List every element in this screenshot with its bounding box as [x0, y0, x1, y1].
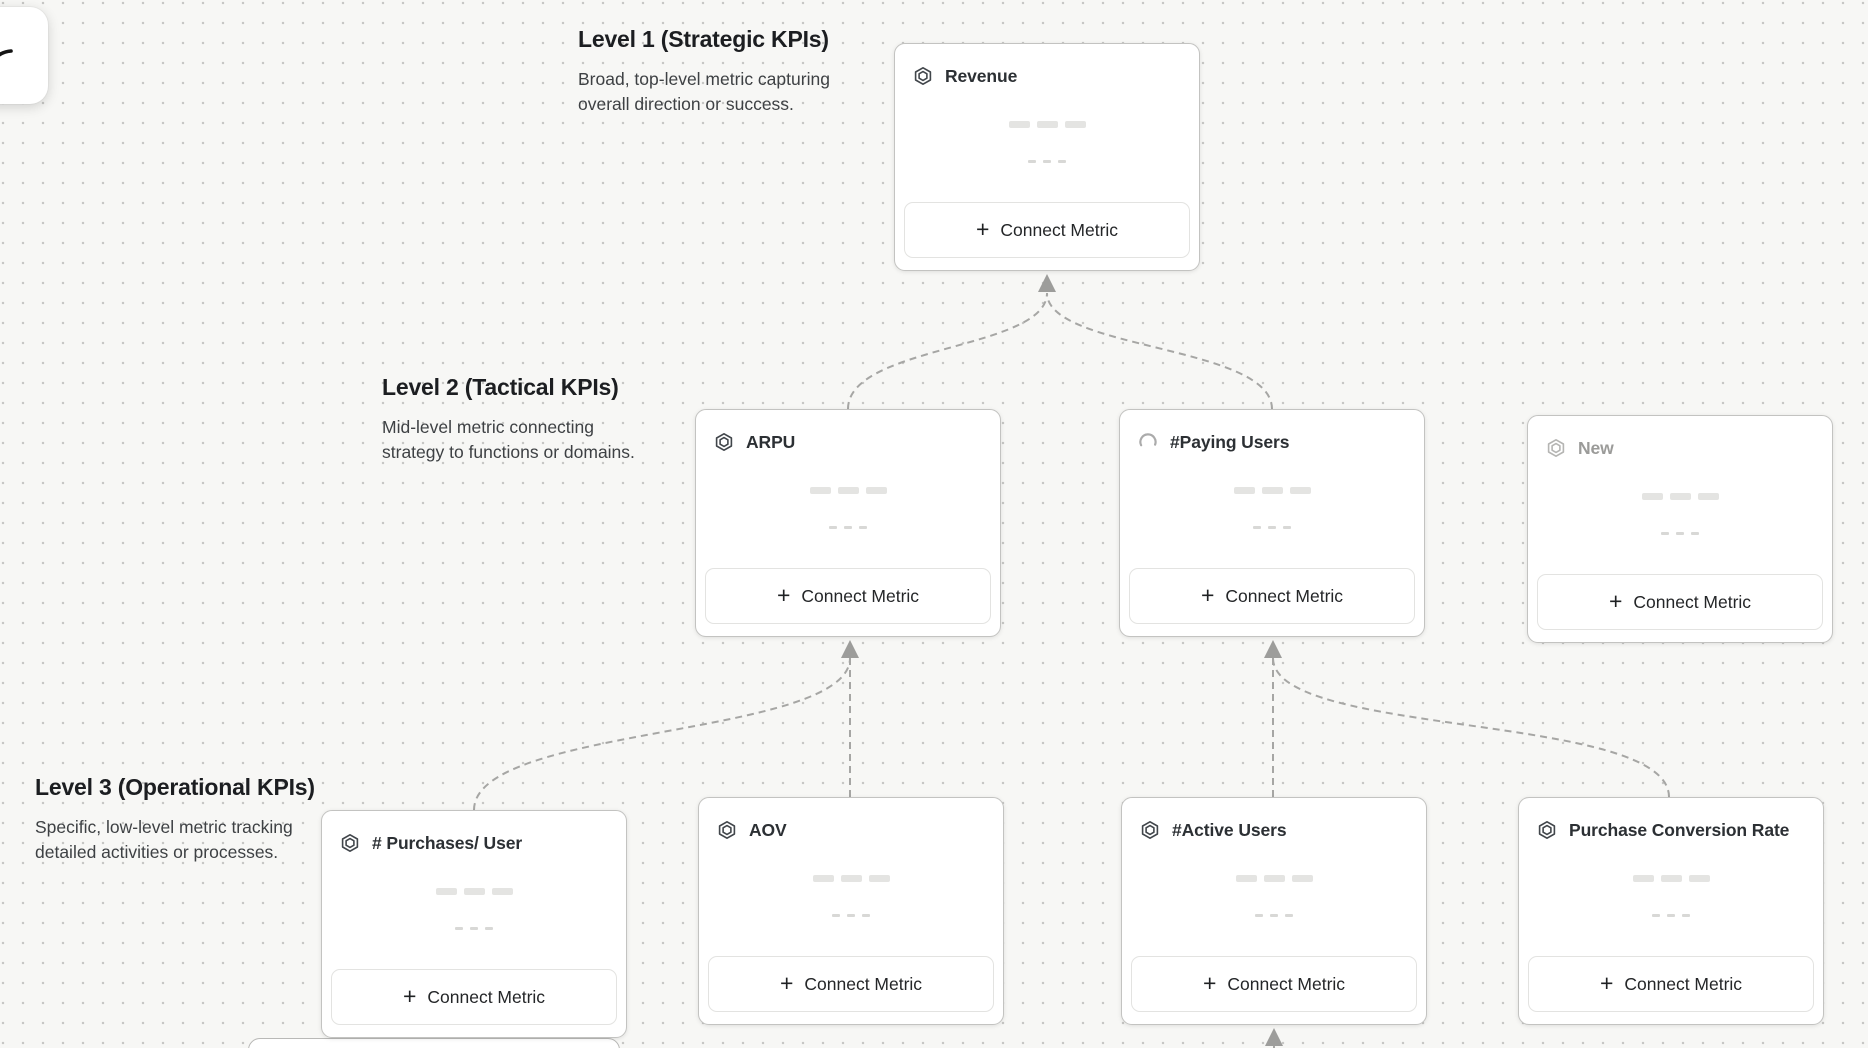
skeleton-value-placeholder — [696, 487, 1000, 494]
card-body — [1528, 465, 1832, 574]
skeleton-value-placeholder — [1528, 493, 1832, 500]
card-body — [1122, 847, 1426, 956]
plus-icon: + — [402, 982, 417, 1009]
kpi-card-new[interactable]: New + Connect Metric — [1527, 415, 1833, 643]
level-2-title: Level 2 (Tactical KPIs) — [382, 374, 619, 400]
connect-metric-label: Connect Metric — [1000, 219, 1119, 240]
card-title: Purchase Conversion Rate — [1569, 819, 1790, 840]
skeleton-value-placeholder — [1519, 875, 1823, 882]
plus-icon: + — [776, 581, 791, 608]
metric-hexagon-muted-icon — [1546, 438, 1566, 458]
skeleton-subvalue-placeholder — [696, 526, 1000, 529]
connect-metric-label: Connect Metric — [1227, 973, 1346, 994]
plus-icon: + — [1608, 587, 1623, 614]
metric-hexagon-icon — [714, 432, 734, 452]
metric-hexagon-icon — [1140, 820, 1160, 840]
connect-metric-button[interactable]: + Connect Metric — [1537, 574, 1823, 630]
card-header: #Paying Users — [1120, 410, 1424, 459]
kpi-card-aov[interactable]: AOV + Connect Metric — [698, 797, 1004, 1025]
kpi-card-purchases-per-user[interactable]: # Purchases/ User + Connect Metric — [321, 810, 627, 1038]
kpi-card-arpu[interactable]: ARPU + Connect Metric — [695, 409, 1001, 637]
metric-hexagon-icon — [340, 833, 360, 853]
connect-metric-label: Connect Metric — [1225, 585, 1344, 606]
connect-metric-button[interactable]: + Connect Metric — [705, 568, 991, 624]
connect-metric-button[interactable]: + Connect Metric — [331, 969, 617, 1025]
level-1-title: Level 1 (Strategic KPIs) — [578, 26, 829, 52]
floating-toolbar-panel[interactable] — [0, 7, 48, 104]
connect-metric-button[interactable]: + Connect Metric — [1131, 956, 1417, 1012]
card-title: #Paying Users — [1170, 431, 1290, 452]
connect-metric-button[interactable]: + Connect Metric — [904, 202, 1190, 258]
card-title: # Purchases/ User — [372, 832, 523, 853]
card-title: Revenue — [945, 65, 1018, 86]
level-3-label: Level 3 (Operational KPIs) Specific, low… — [35, 772, 315, 865]
skeleton-value-placeholder — [1122, 875, 1426, 882]
plus-icon: + — [1202, 969, 1217, 996]
card-header: #Active Users — [1122, 798, 1426, 847]
card-body — [696, 459, 1000, 568]
skeleton-subvalue-placeholder — [699, 914, 1003, 917]
skeleton-subvalue-placeholder — [895, 160, 1199, 163]
kpi-card-active-users[interactable]: #Active Users + Connect Metric — [1121, 797, 1427, 1025]
plus-icon: + — [1599, 969, 1614, 996]
skeleton-value-placeholder — [699, 875, 1003, 882]
connect-metric-label: Connect Metric — [1624, 973, 1743, 994]
card-title: ARPU — [746, 431, 796, 452]
connect-metric-label: Connect Metric — [1633, 591, 1752, 612]
card-header: AOV — [699, 798, 1003, 847]
card-body — [699, 847, 1003, 956]
skeleton-value-placeholder — [895, 121, 1199, 128]
loading-spinner-icon — [1138, 432, 1158, 452]
skeleton-subvalue-placeholder — [1528, 532, 1832, 535]
level-1-label: Level 1 (Strategic KPIs) Broad, top-leve… — [578, 24, 830, 117]
kpi-card-purchase-conversion-rate[interactable]: Purchase Conversion Rate + Connect Metri… — [1518, 797, 1824, 1025]
card-header: Revenue — [895, 44, 1199, 93]
card-body — [895, 93, 1199, 202]
card-body — [322, 860, 626, 969]
card-header: Purchase Conversion Rate — [1519, 798, 1823, 847]
skeleton-value-placeholder — [1120, 487, 1424, 494]
card-header: ARPU — [696, 410, 1000, 459]
metric-hexagon-icon — [717, 820, 737, 840]
level-3-title: Level 3 (Operational KPIs) — [35, 774, 315, 800]
skeleton-subvalue-placeholder — [322, 927, 626, 930]
connect-metric-label: Connect Metric — [801, 585, 920, 606]
card-title: #Active Users — [1172, 819, 1287, 840]
metric-hexagon-icon — [1537, 820, 1557, 840]
connect-metric-button[interactable]: + Connect Metric — [1528, 956, 1814, 1012]
connect-metric-label: Connect Metric — [804, 973, 923, 994]
card-title: AOV — [749, 819, 787, 840]
connect-metric-label: Connect Metric — [427, 986, 546, 1007]
card-header: # Purchases/ User — [322, 811, 626, 860]
plus-icon: + — [1200, 581, 1215, 608]
connect-metric-button[interactable]: + Connect Metric — [1129, 568, 1415, 624]
card-body — [1120, 459, 1424, 568]
connect-metric-button[interactable]: + Connect Metric — [708, 956, 994, 1012]
kpi-card-revenue[interactable]: Revenue + Connect Metric — [894, 43, 1200, 271]
skeleton-subvalue-placeholder — [1519, 914, 1823, 917]
card-header: New — [1528, 416, 1832, 465]
plus-icon: + — [779, 969, 794, 996]
kpi-card-partial-bottom[interactable] — [248, 1038, 620, 1048]
card-body — [1519, 847, 1823, 956]
metric-hexagon-icon — [913, 66, 933, 86]
kpi-card-paying-users[interactable]: #Paying Users + Connect Metric — [1119, 409, 1425, 637]
skeleton-value-placeholder — [322, 888, 626, 895]
plus-icon: + — [975, 215, 990, 242]
card-title: New — [1578, 437, 1614, 458]
skeleton-subvalue-placeholder — [1120, 526, 1424, 529]
level-2-label: Level 2 (Tactical KPIs) Mid-level metric… — [382, 372, 635, 465]
skeleton-subvalue-placeholder — [1122, 914, 1426, 917]
cursor-stroke-icon — [0, 49, 13, 57]
